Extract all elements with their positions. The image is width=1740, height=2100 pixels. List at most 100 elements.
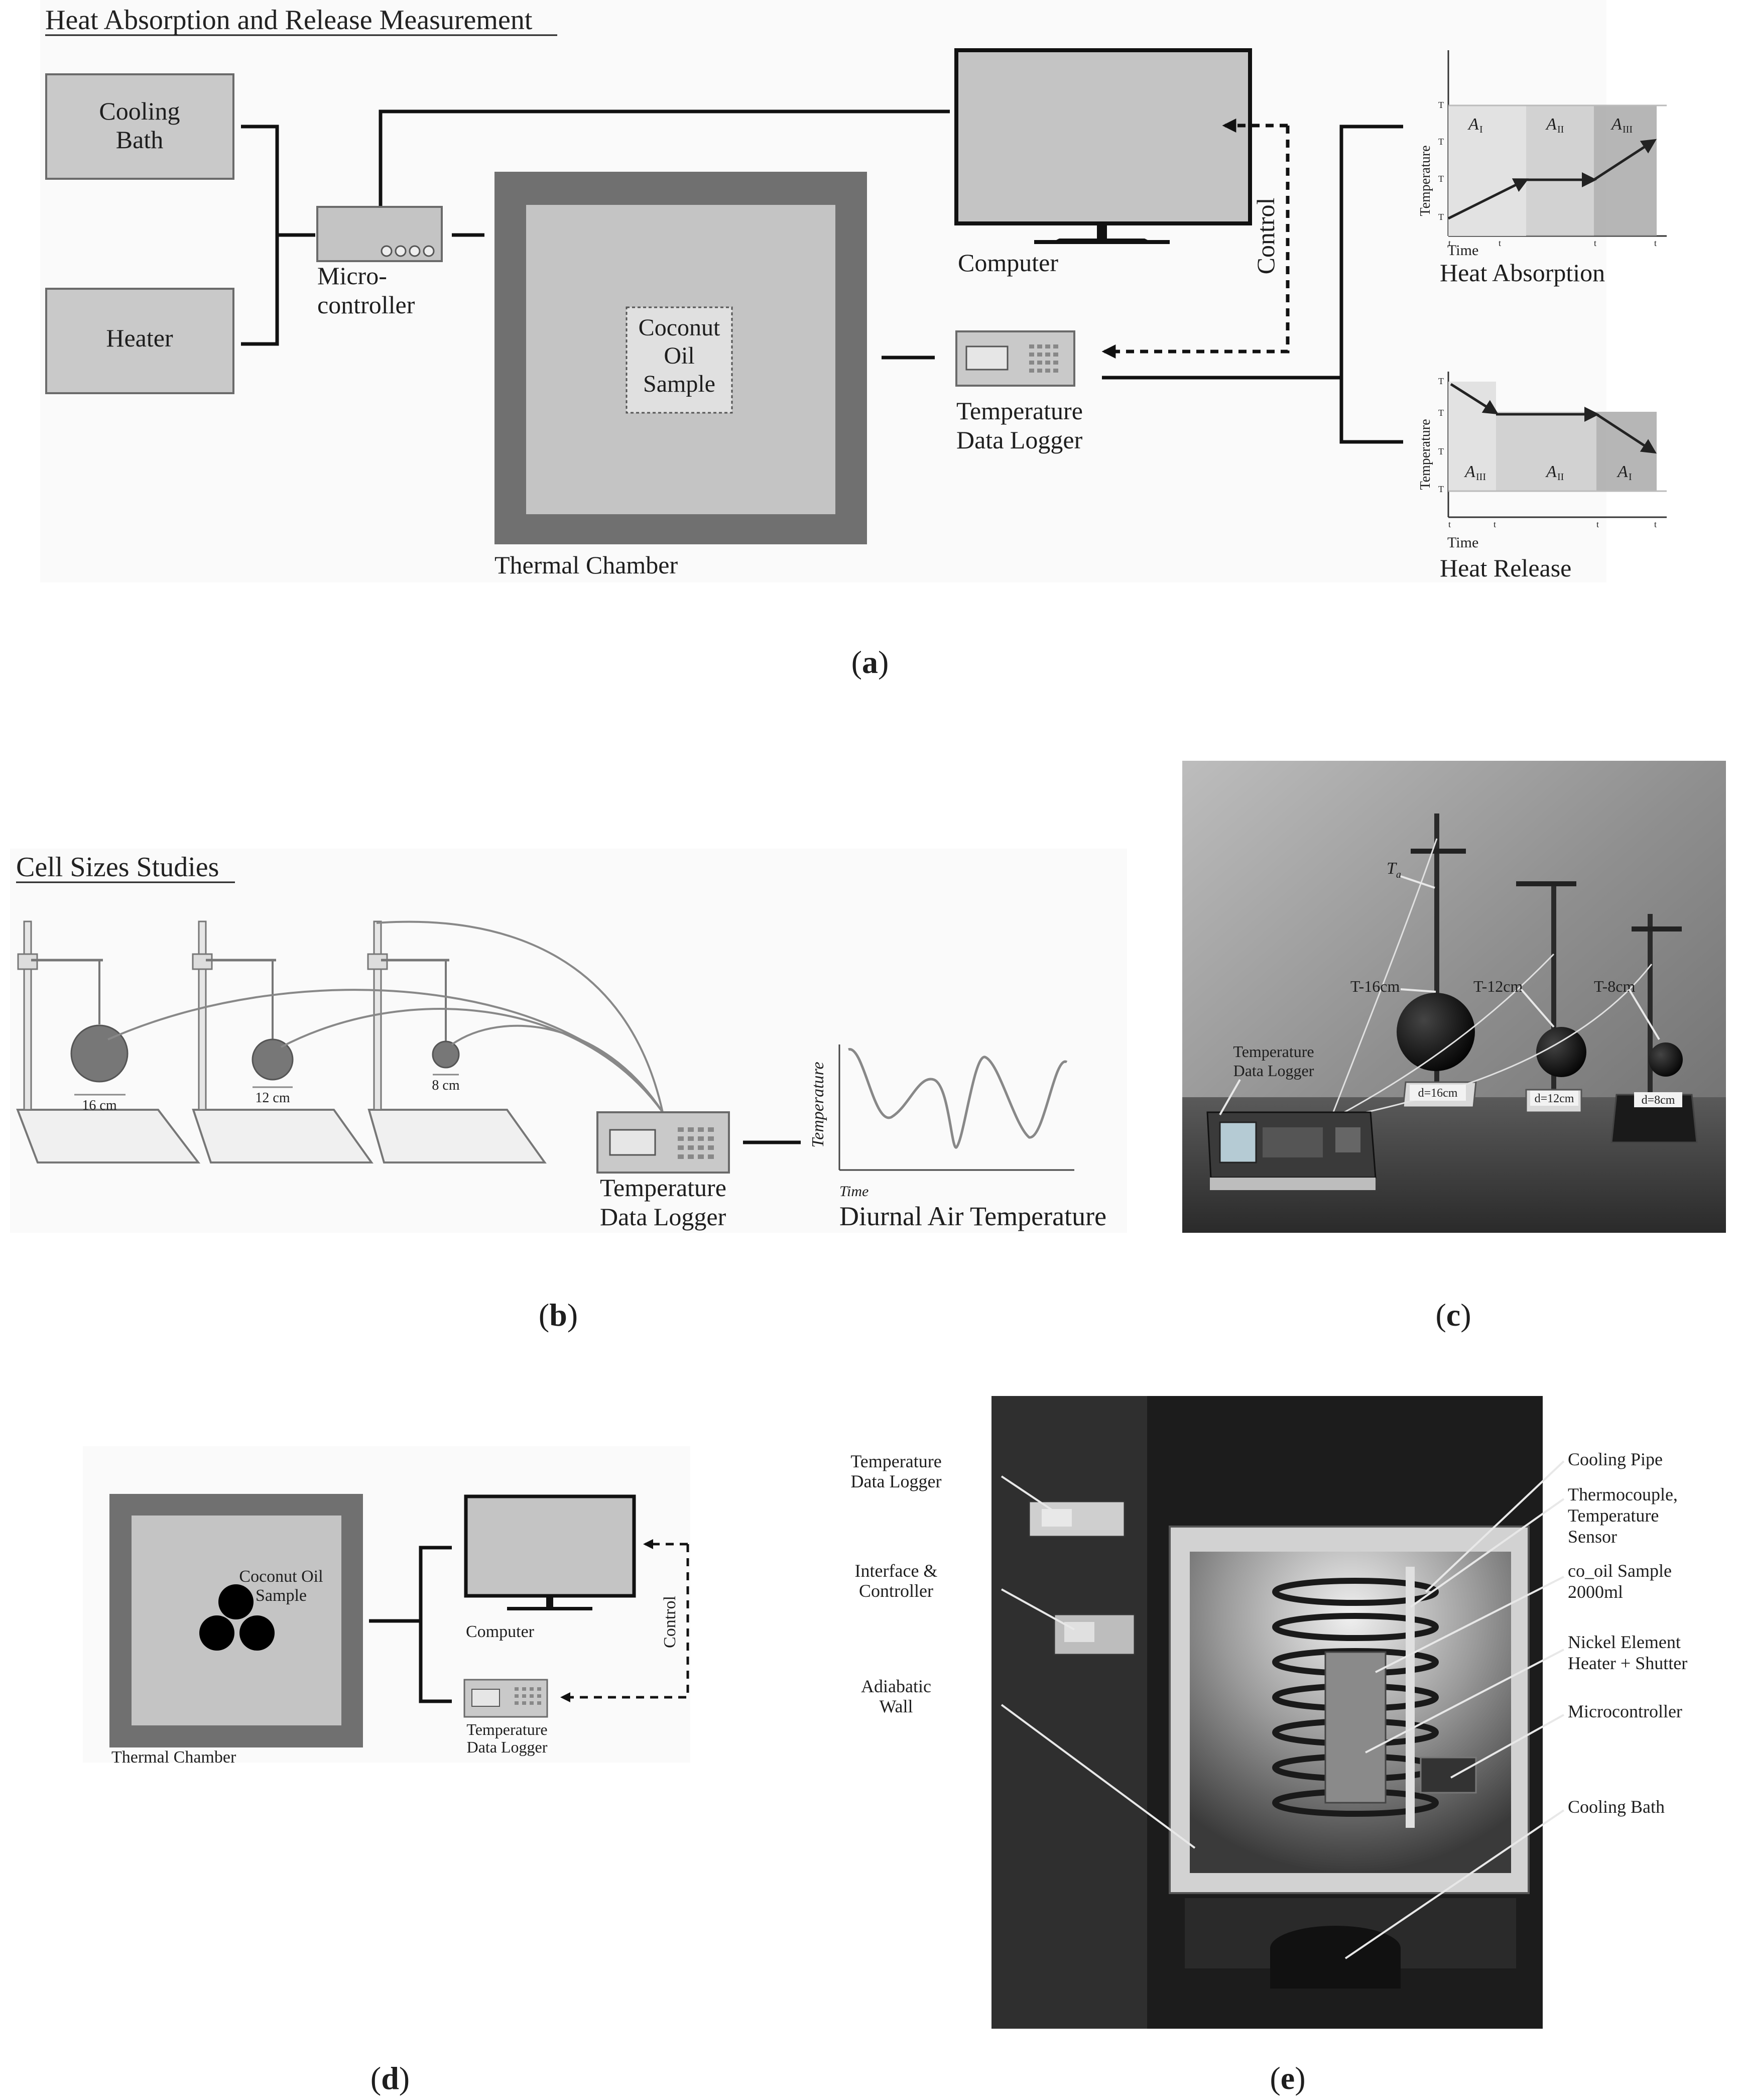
svg-text:T: T (1438, 137, 1444, 147)
svg-text:T: T (1438, 174, 1444, 184)
svg-text:A: A (1467, 115, 1479, 134)
svg-text:A: A (1545, 462, 1557, 481)
svg-text:III: III (1476, 472, 1486, 483)
svg-text:(e): (e) (1270, 2060, 1305, 2096)
label-cooling-pipe: Cooling Pipe (1568, 1449, 1663, 1469)
svg-text:Time: Time (1447, 242, 1478, 259)
svg-text:t: t (1499, 238, 1501, 248)
svg-text:t: t (1494, 519, 1496, 529)
svg-text:Sample: Sample (643, 371, 715, 397)
svg-text:III: III (1623, 124, 1633, 135)
svg-text:T-8cm: T-8cm (1594, 977, 1635, 995)
svg-text:t: t (1596, 519, 1599, 529)
diurnal-chart: Temperature Time Diurnal Air Temperature (809, 1044, 1106, 1231)
svg-text:Computer: Computer (466, 1622, 535, 1641)
panel-d-computer: Computer (464, 1494, 636, 1641)
svg-text:Sensor: Sensor (1568, 1527, 1617, 1547)
label-data-logger: Temperature (850, 1451, 941, 1471)
heat-absorption-chart: A I A II A III T T T T t t t t Time Temp… (1418, 50, 1667, 287)
svg-text:Micro-: Micro- (317, 262, 387, 290)
svg-text:12 cm: 12 cm (255, 1090, 290, 1106)
panel-a-title: Heat Absorption and Release Measurement (45, 5, 533, 36)
svg-text:T: T (1438, 408, 1444, 418)
svg-text:t: t (1654, 238, 1657, 248)
svg-text:Sample: Sample (256, 1586, 307, 1605)
svg-text:Data Logger: Data Logger (1233, 1062, 1314, 1080)
svg-text:Temperature: Temperature (1568, 1505, 1659, 1526)
svg-text:Temperature: Temperature (1233, 1042, 1314, 1061)
thermal-chamber: Coconut Oil Sample Thermal Chamber (494, 172, 867, 579)
panel-b-logger: Temperature Data Logger (596, 1111, 730, 1231)
svg-text:d=12cm: d=12cm (1535, 1092, 1574, 1105)
svg-text:controller: controller (317, 291, 415, 319)
diurnal-title: Diurnal Air Temperature (839, 1201, 1106, 1231)
label-adiabatic-wall: Adiabatic (861, 1676, 931, 1696)
svg-text:t: t (1654, 519, 1657, 529)
ambient-label: Ta (1387, 859, 1401, 880)
label-thermocouple: Thermocouple, (1568, 1484, 1678, 1504)
thermal-chamber-label: Thermal Chamber (494, 551, 678, 579)
computer: Computer (954, 48, 1252, 277)
svg-text:Temperature: Temperature (809, 1062, 827, 1147)
svg-text:Control: Control (661, 1596, 679, 1648)
svg-text:Time: Time (1447, 534, 1478, 551)
svg-text:Data Logger: Data Logger (956, 426, 1083, 454)
svg-text:Data Logger: Data Logger (467, 1738, 548, 1756)
svg-text:I: I (1629, 472, 1632, 483)
label-interface-controller: Interface & (855, 1561, 938, 1581)
control-label: Control (1252, 198, 1280, 275)
label-nickel-heater: Nickel Element (1568, 1632, 1681, 1652)
label-microcontroller: Microcontroller (1568, 1701, 1682, 1721)
svg-text:16 cm: 16 cm (82, 1098, 116, 1113)
panel-d-logger: Temperature Data Logger (463, 1679, 548, 1756)
svg-text:T: T (1438, 212, 1444, 222)
svg-text:2000ml: 2000ml (1568, 1582, 1623, 1602)
photo-data-logger (1206, 1111, 1377, 1190)
svg-text:A: A (1610, 115, 1622, 134)
svg-text:Bath: Bath (116, 126, 163, 154)
label-cooling-bath: Cooling Bath (1568, 1797, 1665, 1817)
svg-text:T: T (1438, 100, 1444, 110)
svg-text:A: A (1545, 115, 1557, 134)
svg-text:A: A (1464, 462, 1475, 481)
svg-text:t: t (1448, 519, 1451, 529)
panel-a: Heat Absorption and Release Measurement … (40, 0, 1667, 582)
caption-e: (e) (1270, 2060, 1305, 2096)
svg-text:A: A (1617, 462, 1628, 481)
computer-label: Computer (958, 249, 1058, 277)
microcontroller: Micro- controller (316, 206, 443, 319)
label-oil-sample: co_oil Sample (1568, 1561, 1672, 1581)
svg-text:(a): (a) (851, 644, 889, 680)
heat-absorption-title: Heat Absorption (1440, 259, 1605, 287)
caption-b: (b) (539, 1297, 578, 1333)
panel-b: Cell Sizes Studies 16 cm 12 cm (10, 849, 1127, 1233)
panel-e-photo: Temperature Data Logger Interface & Cont… (850, 1396, 1687, 2029)
svg-text:Oil: Oil (664, 342, 694, 369)
svg-text:Temperature: Temperature (1418, 145, 1433, 216)
svg-text:8 cm: 8 cm (432, 1078, 459, 1093)
panel-d: Coconut Oil Sample Thermal Chamber Compu… (83, 1446, 690, 1767)
svg-text:T: T (1438, 446, 1444, 456)
svg-text:Heater: Heater (106, 324, 173, 352)
svg-text:t: t (1448, 238, 1451, 248)
caption-c: (c) (1435, 1297, 1471, 1333)
panel-c-photo: Temperature Data Logger Ta T-16cm T-12cm… (1182, 761, 1726, 1233)
svg-text:T-12cm: T-12cm (1473, 977, 1523, 995)
svg-text:d=8cm: d=8cm (1642, 1094, 1675, 1107)
svg-text:I: I (1479, 124, 1483, 135)
svg-text:Controller: Controller (859, 1581, 933, 1601)
cooling-bath-box: Cooling Bath (45, 73, 234, 180)
svg-text:II: II (1557, 124, 1564, 135)
panel-b-title: Cell Sizes Studies (16, 852, 219, 883)
heater-box: Heater (45, 288, 234, 394)
caption-d: (d) (370, 2060, 410, 2096)
svg-text:Wall: Wall (879, 1696, 913, 1716)
svg-text:Cooling: Cooling (99, 97, 180, 125)
svg-text:(b): (b) (539, 1297, 578, 1333)
svg-text:T: T (1438, 376, 1444, 386)
svg-text:Data Logger: Data Logger (851, 1471, 942, 1491)
svg-text:Coconut Oil: Coconut Oil (239, 1567, 323, 1586)
svg-text:Time: Time (839, 1183, 868, 1200)
caption-a: (a) (851, 644, 889, 680)
svg-text:(d): (d) (370, 2060, 410, 2096)
